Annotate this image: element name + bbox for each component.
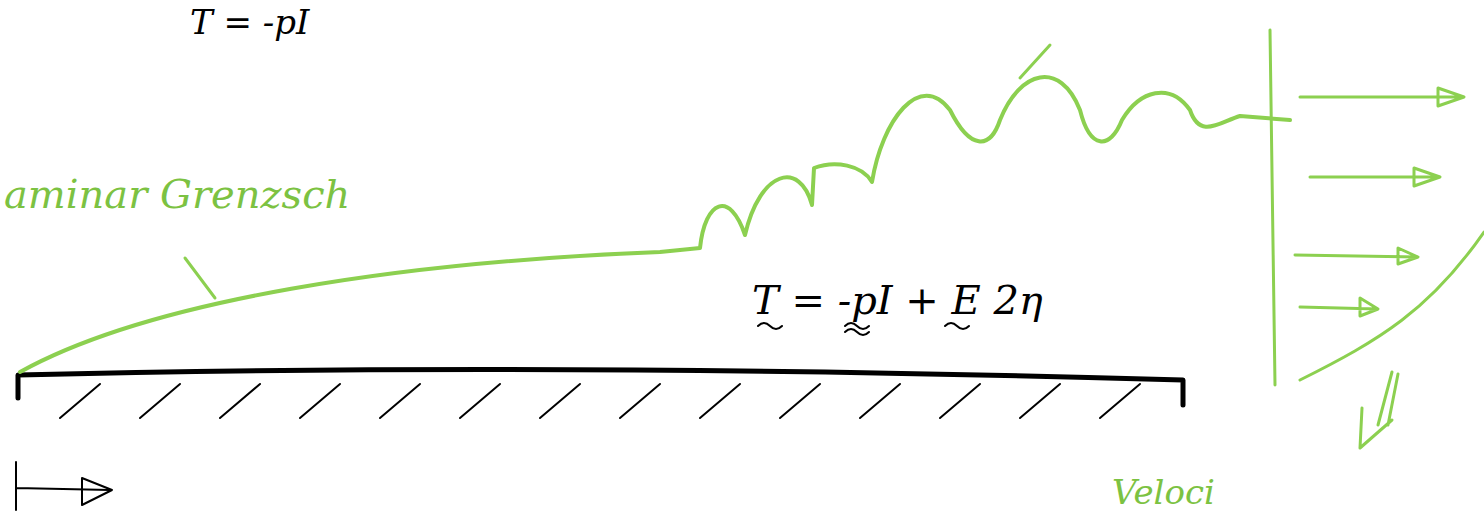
axis-arrow bbox=[16, 462, 110, 510]
hatch-line bbox=[1100, 384, 1140, 418]
hatch-line bbox=[1020, 384, 1060, 418]
hatch-line bbox=[860, 384, 900, 418]
boundary-layer-label: aminar Grenzsch bbox=[4, 172, 350, 216]
velocity-arrows bbox=[1295, 88, 1464, 316]
velocity-label: Veloci bbox=[1112, 474, 1215, 511]
leader-line bbox=[185, 258, 215, 298]
axis-arrowhead bbox=[82, 478, 112, 505]
hatch-line bbox=[300, 384, 340, 418]
wall-hatching bbox=[60, 384, 1140, 418]
stress-equation: T = -pI bbox=[190, 4, 309, 41]
profile-axis bbox=[1270, 30, 1275, 385]
boundary-layer-edge bbox=[20, 77, 1290, 372]
hatch-line bbox=[140, 384, 180, 418]
hatch-line bbox=[780, 384, 820, 418]
flat-plate bbox=[18, 370, 1183, 405]
hatch-line bbox=[940, 384, 980, 418]
hatch-line bbox=[620, 384, 660, 418]
hatch-line bbox=[60, 384, 100, 418]
hatch-line bbox=[540, 384, 580, 418]
stress-equation: T = -pI + E 2η bbox=[752, 278, 1043, 322]
stroke-mark bbox=[1020, 45, 1050, 78]
hatch-line bbox=[220, 384, 260, 418]
down-arrow bbox=[1360, 372, 1398, 448]
tensor-marks bbox=[758, 323, 969, 335]
hatch-line bbox=[380, 384, 420, 418]
profile-envelope bbox=[1300, 232, 1484, 380]
hatch-line bbox=[460, 384, 500, 418]
hatch-line bbox=[700, 384, 740, 418]
